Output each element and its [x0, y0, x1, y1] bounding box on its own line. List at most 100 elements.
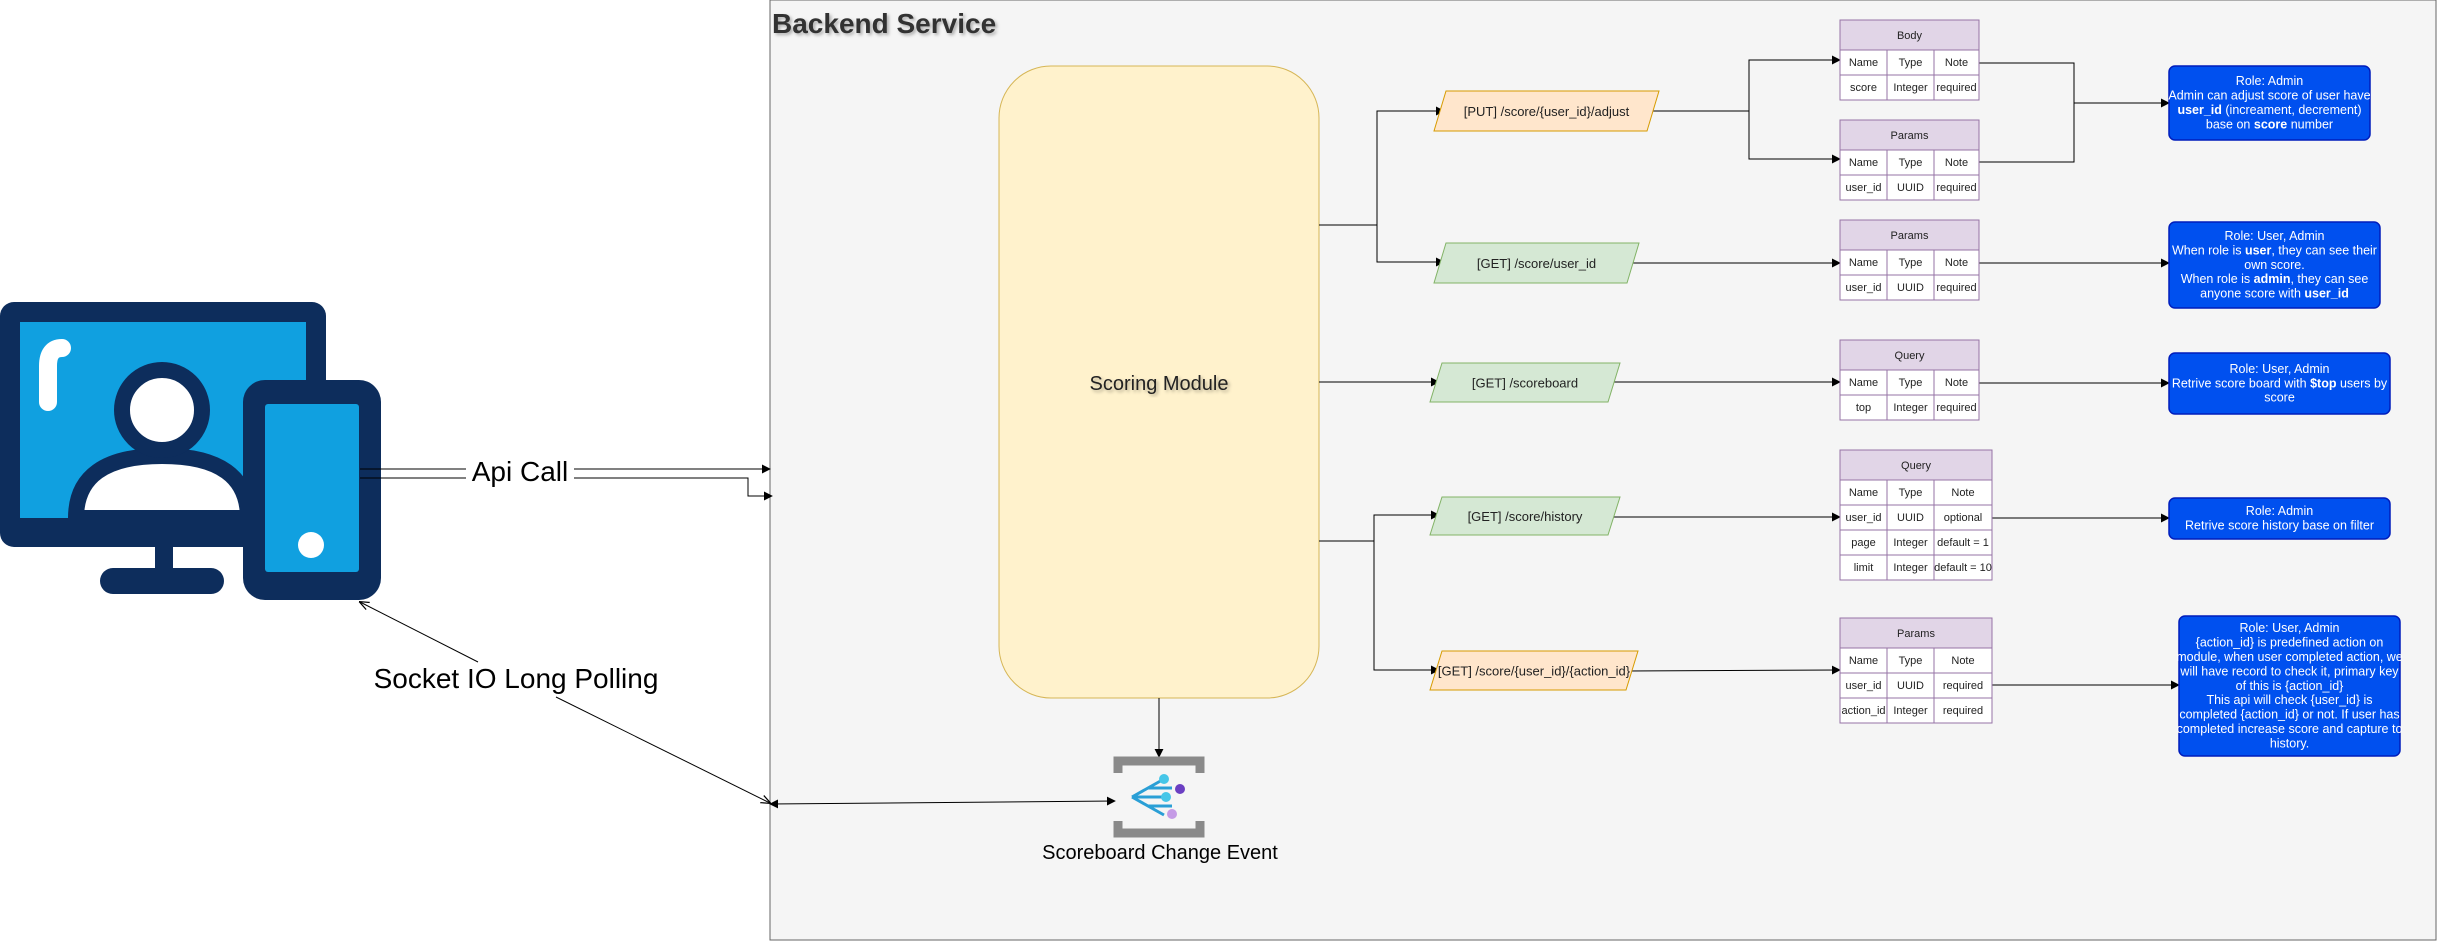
phone-screen [265, 404, 359, 572]
table-cell: UUID [1897, 182, 1924, 194]
socket-io-label: Socket IO Long Polling [374, 663, 659, 694]
table-header-cell: Name [1849, 157, 1878, 169]
table-cell: required [1936, 82, 1976, 94]
api-call-label: Api Call [472, 456, 568, 487]
endpoint-label: [PUT] /score/{user_id}/adjust [1464, 104, 1630, 119]
endpoint-shape[interactable] [1429, 650, 1639, 691]
table-cell: optional [1944, 512, 1983, 524]
scoring-module-label: Scoring Module [1090, 373, 1229, 395]
table-title: Params [1897, 628, 1935, 640]
table-cell: UUID [1897, 680, 1924, 692]
note-line: own score. [2244, 258, 2304, 272]
socket-io-connector: Socket IO Long Polling [360, 602, 1116, 809]
note-line: base on score number [2206, 117, 2333, 131]
note-line: When role is admin, they can see [2181, 272, 2369, 286]
note-line: Role: User, Admin [2239, 621, 2339, 635]
note-line: {action_id} is predefined action on [2196, 636, 2384, 650]
note-line: Retrive score board with $top users by [2172, 376, 2388, 390]
table-cell: user_id [1845, 182, 1881, 194]
endpoint-1[interactable]: [PUT] /score/{user_id}/adjust [1433, 90, 1660, 132]
note-line: Role: User, Admin [2229, 362, 2329, 376]
endpoint-shape[interactable] [1429, 362, 1621, 403]
table-header-cell: Name [1849, 655, 1878, 667]
table-cell: Integer [1893, 537, 1928, 549]
table-header-cell: Note [1945, 257, 1968, 269]
table-cell: score [1850, 82, 1877, 94]
table-cell: UUID [1897, 512, 1924, 524]
note-line: completed increase score and capture to [2177, 722, 2403, 736]
endpoint-5[interactable]: [GET] /score/{user_id}/{action_id} [1429, 650, 1639, 691]
table-header-cell: Name [1849, 487, 1878, 499]
scoreboard-change-event[interactable]: Scoreboard Change Event [1042, 756, 1278, 864]
table-header-cell: Type [1899, 487, 1923, 499]
api-call-connector: Api Call [360, 456, 773, 501]
table-header-cell: Type [1899, 377, 1923, 389]
table-title: Body [1897, 30, 1923, 42]
backend-service-title: Backend Service [772, 8, 996, 39]
table-cell: required [1936, 182, 1976, 194]
note-line: user_id (increament, decrement) [2177, 103, 2361, 117]
table-title: Query [1901, 460, 1931, 472]
note-line: Role: Admin [2236, 74, 2303, 88]
table-cell: required [1943, 705, 1983, 717]
table-cell: required [1943, 680, 1983, 692]
note-line: Retrive score history base on filter [2185, 519, 2374, 533]
screen-glare [39, 339, 71, 411]
table-cell: page [1851, 537, 1875, 549]
monitor-neck [155, 545, 173, 573]
table-cell: user_id [1845, 282, 1881, 294]
endpoint-4[interactable]: [GET] /score/history [1429, 496, 1621, 536]
table-cell: Integer [1893, 402, 1928, 414]
table-cell: Integer [1893, 705, 1928, 717]
endpoint-3[interactable]: [GET] /scoreboard [1429, 362, 1621, 403]
table-title: Query [1895, 350, 1925, 362]
note-line: anyone score with user_id [2200, 287, 2349, 301]
endpoint-label: [GET] /score/history [1468, 509, 1583, 524]
table-cell: default = 1 [1937, 537, 1989, 549]
table-header-cell: Type [1899, 57, 1923, 69]
note-line: score [2264, 391, 2295, 405]
endpoint-shape[interactable] [1433, 242, 1640, 284]
endpoint-shape[interactable] [1429, 496, 1621, 536]
table-cell: limit [1854, 562, 1874, 574]
table-cell: required [1936, 402, 1976, 414]
api-call-label-bg [466, 456, 574, 490]
endpoint-2[interactable]: [GET] /score/user_id [1433, 242, 1640, 284]
table-header-cell: Note [1945, 157, 1968, 169]
note-line: history. [2270, 736, 2309, 750]
table-note-connectors [1979, 62, 2180, 690]
endpoint-table-connectors [1610, 55, 1841, 675]
note-line: module, when user completed action, we [2176, 650, 2403, 664]
scoring-module[interactable]: Scoring Module [998, 65, 1320, 699]
table-header-cell: Type [1899, 157, 1923, 169]
table-header-cell: Type [1899, 655, 1923, 667]
endpoint-shape[interactable] [1433, 90, 1660, 132]
table-cell: user_id [1845, 512, 1881, 524]
table-header-cell: Type [1899, 257, 1923, 269]
note-line: When role is user, they can see their [2172, 243, 2377, 257]
table-header-cell: Name [1849, 57, 1878, 69]
event-grid-icon [1113, 756, 1205, 838]
table-cell: user_id [1845, 680, 1881, 692]
phone-button [298, 532, 324, 558]
role-note-5: Role: User, Admin{action_id} is predefin… [2176, 615, 2403, 757]
table-header-cell: Note [1951, 487, 1974, 499]
endpoints-layer: [PUT] /score/{user_id}/adjust [GET] /scor… [1429, 90, 1660, 691]
table-cell: Integer [1893, 562, 1928, 574]
table-cell: required [1936, 282, 1976, 294]
table-header-cell: Note [1951, 655, 1974, 667]
module-endpoint-connectors [1319, 106, 1445, 675]
table-title: Params [1891, 130, 1929, 142]
table-title: Params [1891, 230, 1929, 242]
client-icon [0, 302, 381, 600]
table-cell: UUID [1897, 282, 1924, 294]
